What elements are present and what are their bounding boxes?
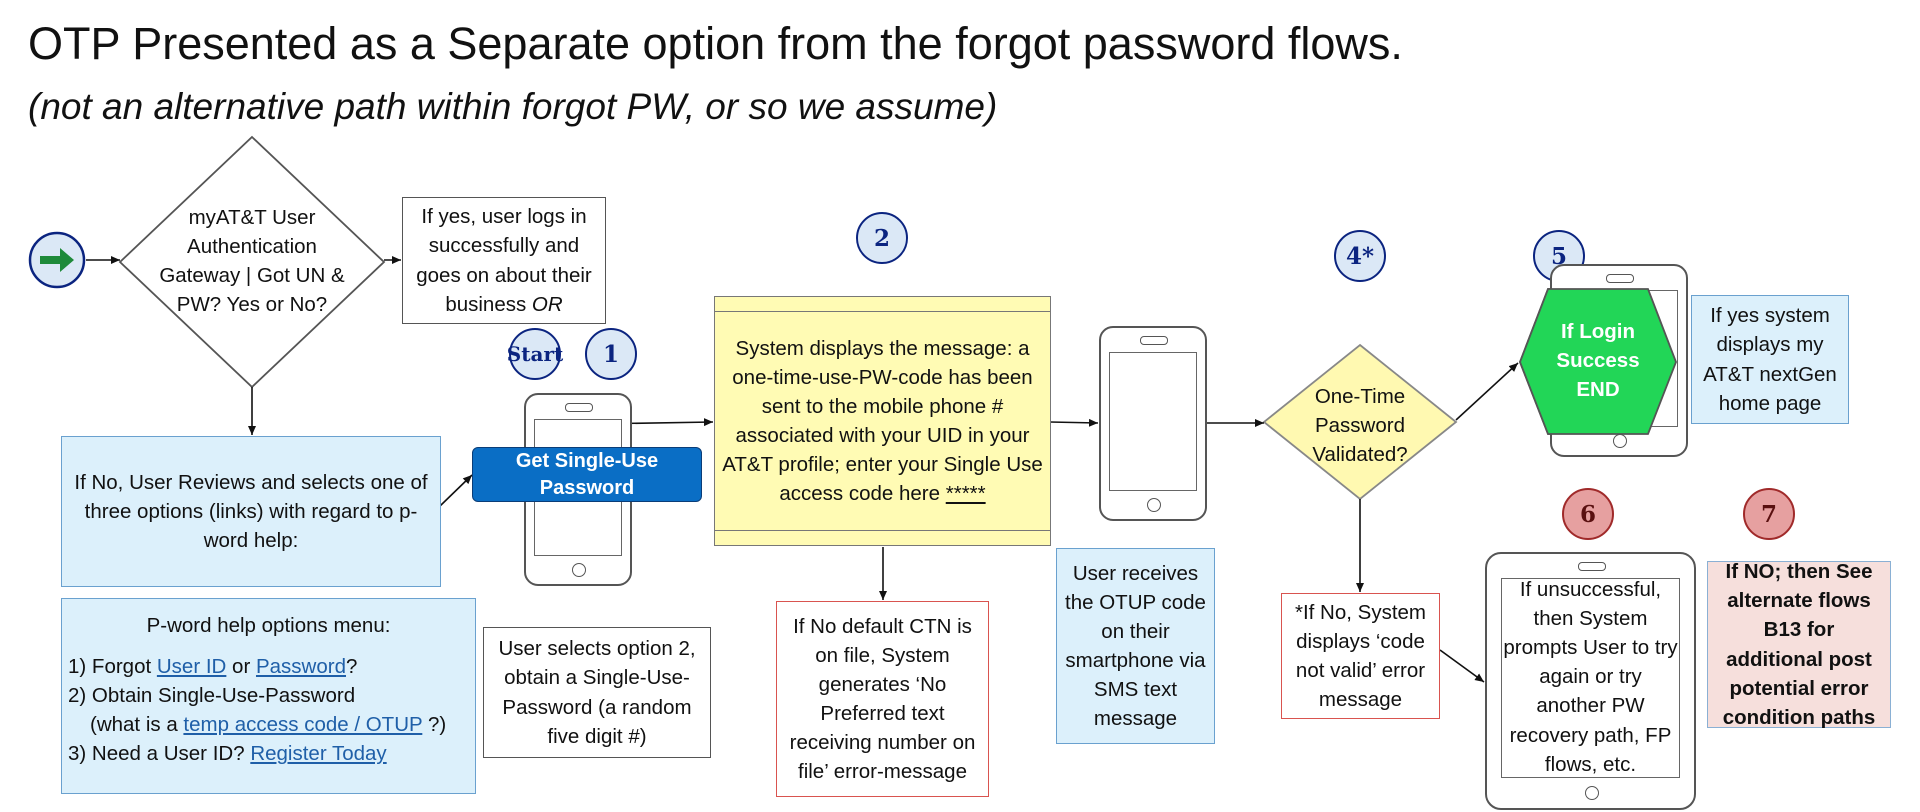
otup-help-suffix: ?)	[422, 713, 447, 737]
phone-speaker	[1606, 274, 1634, 283]
code-not-valid-text: *If No, System displays ‘code not valid’…	[1294, 600, 1426, 712]
alternate-flows-note: If NO; then See alternate flows B13 for …	[1707, 560, 1891, 729]
options-menu-heading: P-word help options menu:	[146, 614, 391, 637]
otp-validated-line-1: One-Time	[1314, 385, 1406, 408]
yes-home-text: If yes system displays my AT&T nextGen h…	[1703, 304, 1837, 415]
phone-step-6	[1485, 552, 1696, 810]
unsuccessful-text: If unsuccessful, then System prompts Use…	[1503, 578, 1678, 776]
register-prefix: 3) Need a User ID?	[68, 742, 251, 766]
get-single-use-label: Get Single-Use Password	[515, 449, 659, 499]
page-title: OTP Presented as a Separate option from …	[28, 18, 1403, 69]
option-otup-help: (what is a temp access code / OTUP ?)	[68, 710, 469, 739]
otp-validated-line-2: Password	[1314, 414, 1405, 438]
phone-home-button	[1584, 786, 1599, 800]
login-success-line-3: END	[1576, 378, 1620, 402]
user-receives-text: User receives the OTUP code on their sma…	[1065, 561, 1206, 731]
phone-home-button	[572, 563, 586, 577]
login-success-line-1: If Login	[1560, 320, 1635, 343]
phone-step-3	[1099, 326, 1207, 521]
yes-home-note: If yes system displays my AT&T nextGen h…	[1691, 295, 1849, 424]
system-message-text: System displays the message: a one-time-…	[722, 336, 1043, 506]
code-not-valid-note: *If No, System displays ‘code not valid’…	[1281, 593, 1440, 719]
if-no-reviews-note: If No, User Reviews and selects one of t…	[61, 436, 441, 587]
gateway-label: myAT&T User Authentication Gateway | Got…	[140, 203, 364, 319]
gateway-line-1: myAT&T User	[188, 206, 316, 229]
login-success-label: If Login Success END	[1530, 317, 1666, 404]
system-message-note: System displays the message: a one-time-…	[714, 296, 1051, 546]
gateway-line-4: PW? Yes or No?	[176, 293, 328, 317]
option-forgot-prefix: 1) Forgot	[68, 655, 157, 679]
otp-validated-label: One-Time Password Validated?	[1284, 382, 1436, 469]
phone-screen	[1109, 352, 1197, 491]
phone-speaker	[1140, 336, 1168, 345]
yes-login-note: If yes, user logs in successfully and go…	[402, 197, 606, 324]
step-4-badge: 4*	[1334, 230, 1386, 282]
option-forgot: 1) Forgot User ID or Password?	[68, 652, 469, 681]
phone-speaker	[1577, 562, 1606, 571]
otup-help-prefix: (what is a	[90, 713, 184, 737]
otup-link[interactable]: temp access code / OTUP	[183, 713, 423, 737]
step-6-badge: 6	[1562, 488, 1614, 540]
user-receives-note: User receives the OTUP code on their sma…	[1056, 548, 1215, 744]
gateway-line-3: Gateway | Got UN &	[159, 264, 345, 288]
no-ctn-error-note: If No default CTN is on file, System gen…	[776, 601, 989, 797]
system-message-code: *****	[945, 482, 986, 506]
otp-validated-line-3: Validated?	[1312, 443, 1408, 467]
password-link[interactable]: Password	[255, 655, 346, 679]
phone-screen	[1501, 578, 1680, 778]
step-7-badge: 7	[1743, 488, 1795, 540]
option-single-use[interactable]: 2) Obtain Single-Use-Password	[68, 684, 356, 708]
alternate-flows-text: If NO; then See alternate flows B13 for …	[1722, 560, 1876, 729]
yes-login-or: OR	[531, 292, 563, 316]
option-forgot-suffix: ?	[346, 655, 358, 679]
login-success-line-2: Success	[1556, 349, 1640, 373]
gateway-line-2: Authentication	[187, 235, 317, 259]
login-success-overlay	[1519, 288, 1677, 435]
register-today-link[interactable]: Register Today	[250, 742, 387, 766]
phone-home-button	[1147, 498, 1161, 512]
unsuccessful-note: If unsuccessful, then System prompts Use…	[1502, 575, 1679, 779]
user-selects-text: User selects option 2, obtain a Single-U…	[498, 637, 696, 748]
user-id-link[interactable]: User ID	[156, 655, 227, 679]
start-badge: Start	[507, 328, 563, 380]
step-2-badge: 2	[856, 212, 908, 264]
option-forgot-mid: or	[226, 655, 256, 679]
step-1-badge: 1	[585, 328, 637, 380]
user-selects-note: User selects option 2, obtain a Single-U…	[483, 627, 711, 758]
if-no-reviews-text: If No, User Reviews and selects one of t…	[74, 470, 428, 553]
yes-login-text: If yes, user logs in successfully and go…	[416, 205, 592, 316]
pword-options-menu: P-word help options menu: 1) Forgot User…	[61, 598, 476, 794]
get-single-use-password-button[interactable]: Get Single-Use Password	[472, 447, 702, 502]
phone-speaker	[565, 403, 593, 412]
no-ctn-text: If No default CTN is on file, System gen…	[789, 614, 976, 784]
page-subtitle: (not an alternative path within forgot P…	[28, 86, 998, 127]
start-arrow-icon	[28, 231, 86, 289]
option-register: 3) Need a User ID? Register Today	[68, 739, 469, 768]
